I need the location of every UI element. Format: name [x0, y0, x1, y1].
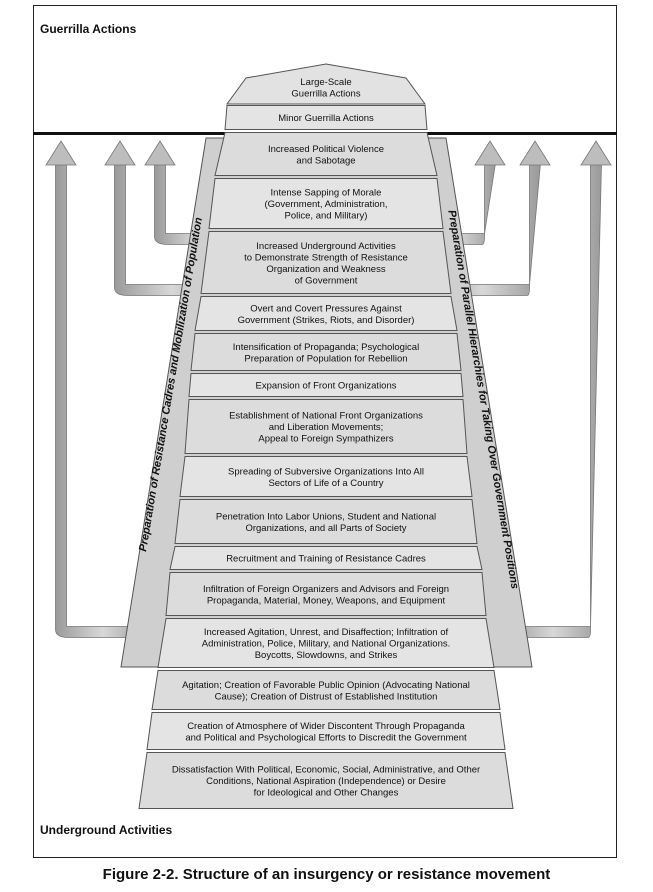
pyramid-step: [174, 499, 478, 544]
step-text-line: Propaganda, Material, Money, Weapons, an…: [207, 595, 446, 606]
step-text-line: Cause); Creation of Distrust of Establis…: [215, 691, 438, 702]
arrow-right-inner-head: [474, 140, 506, 166]
step-text-line: Conditions, National Aspiration (Indepen…: [206, 776, 446, 787]
arrow-right-outer-shaft: [504, 162, 602, 638]
step-text-line: Administration, Police, Military, and Na…: [202, 639, 451, 650]
step-text-line: Intensification of Propaganda; Psycholog…: [233, 342, 419, 353]
step-text-line: Boycotts, Slowdowns, and Strikes: [255, 650, 398, 661]
pyramid-step: [146, 712, 506, 750]
step-text-line: for Ideological and Other Changes: [254, 788, 399, 799]
step-text-line: Penetration Into Labor Unions, Student a…: [216, 511, 436, 522]
step-text-line: Sectors of Life of a Country: [268, 478, 383, 489]
step-text-line: Appeal to Foreign Sympathizers: [258, 434, 393, 445]
pyramid-peak: [226, 63, 426, 105]
step-text-line: Increased Political Violence: [268, 144, 384, 155]
step-text-line: and Liberation Movements;: [269, 422, 384, 433]
peak-text-line: Guerrilla Actions: [291, 88, 360, 99]
step-text-line: Organization and Weakness: [266, 264, 385, 275]
arrow-right-outer-head: [580, 140, 612, 166]
pyramid-step: [188, 373, 464, 397]
pyramid-step: [208, 178, 444, 229]
step-text-line: Establishment of National Front Organiza…: [229, 411, 423, 422]
step-text-line: Minor Guerrilla Actions: [278, 113, 374, 124]
step-text-line: and Political and Psychological Efforts …: [185, 732, 467, 743]
step-text-line: Recruitment and Training of Resistance C…: [226, 554, 426, 565]
pyramid-step: [151, 670, 501, 710]
section-label-guerrilla: Guerrilla Actions: [40, 22, 137, 36]
step-text-line: of Government: [295, 275, 358, 286]
pyramid-step: [165, 572, 487, 616]
step-text-line: to Demonstrate Strength of Resistance: [244, 252, 408, 263]
diagram-frame: [33, 5, 617, 858]
pyramid-step: [190, 333, 462, 371]
pyramid-step: [157, 618, 495, 668]
step-text-line: Increased Underground Activities: [256, 241, 396, 252]
step-text-line: Police, and Military): [285, 211, 368, 222]
arrow-left-outer-shaft: [55, 162, 151, 638]
step-text-line: Infiltration of Foreign Organizers and A…: [203, 584, 449, 595]
pyramid-step: [194, 296, 458, 331]
pyramid-step: [138, 752, 514, 809]
step-text-line: Creation of Atmosphere of Wider Disconte…: [187, 721, 465, 732]
pyramid-step: [214, 132, 438, 176]
figure-caption: Figure 2-2. Structure of an insurgency o…: [102, 866, 551, 883]
arrow-right-mid-head: [519, 140, 551, 166]
arrow-left-outer-head: [45, 140, 77, 166]
pyramid-step: [169, 546, 483, 570]
step-text-line: and Sabotage: [296, 155, 355, 166]
step-text-line: Agitation; Creation of Favorable Public …: [182, 680, 470, 691]
arrow-left-inner-head: [144, 140, 176, 166]
pyramid-step: [200, 231, 452, 294]
pyramid-step: [224, 105, 428, 130]
peak-text-line: Large-Scale: [300, 77, 351, 88]
step-text-line: Overt and Covert Pressures Against: [250, 303, 402, 314]
step-text-line: Government (Strikes, Riots, and Disorder…: [238, 315, 415, 326]
step-text-line: (Government, Administration,: [264, 199, 387, 210]
step-text-line: Dissatisfaction With Political, Economic…: [172, 765, 480, 776]
pyramid-step: [179, 456, 473, 497]
step-text-line: Increased Agitation, Unrest, and Disaffe…: [204, 627, 449, 638]
step-text-line: Organizations, and all Parts of Society: [245, 523, 406, 534]
section-label-underground: Underground Activities: [40, 823, 173, 837]
step-text-line: Spreading of Subversive Organizations In…: [228, 466, 424, 477]
step-text-line: Intense Sapping of Morale: [271, 188, 382, 199]
step-text-line: Expansion of Front Organizations: [256, 381, 397, 392]
pyramid-step: [184, 399, 468, 454]
step-text-line: Preparation of Population for Rebellion: [244, 353, 407, 364]
arrow-left-mid-head: [104, 140, 136, 166]
